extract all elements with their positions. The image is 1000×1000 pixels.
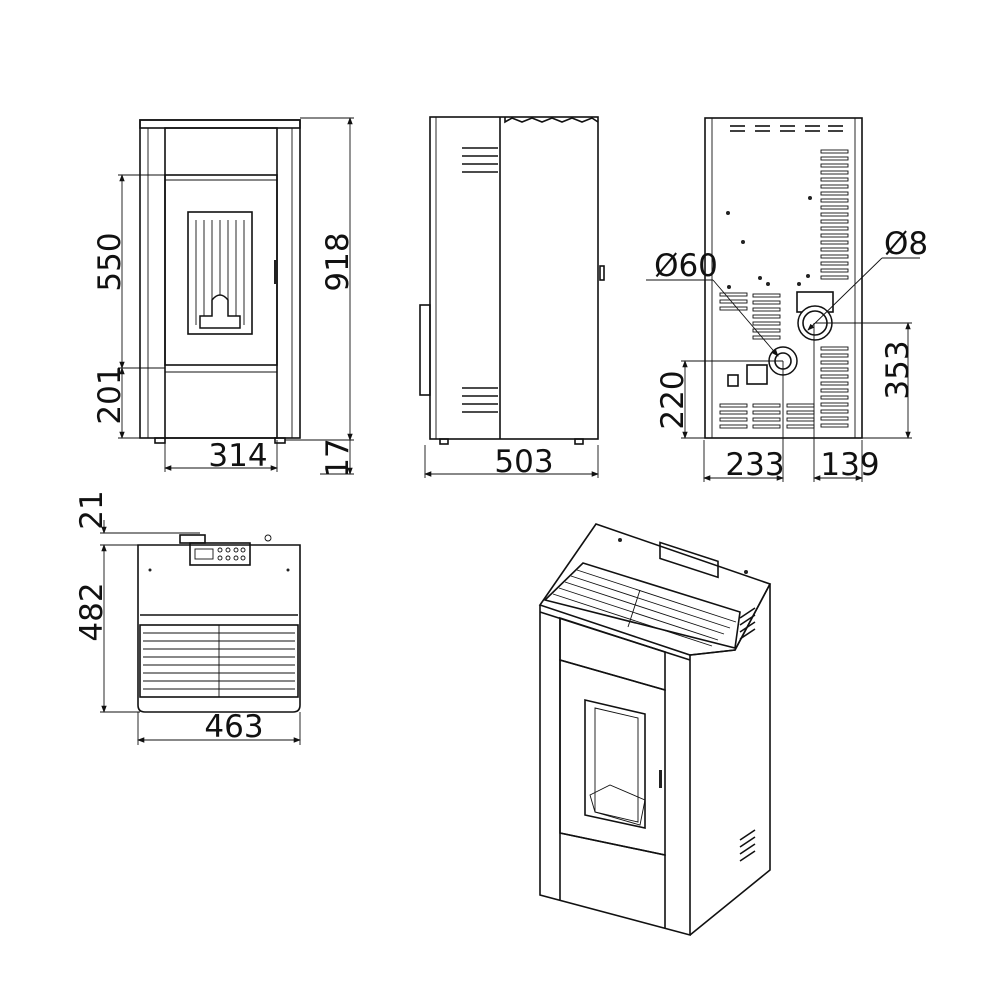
dim-482: 482 bbox=[74, 582, 110, 641]
control-panel bbox=[189, 542, 251, 566]
front-view: 550 201 918 17 314 bbox=[92, 117, 356, 478]
dim-201: 201 bbox=[92, 365, 128, 424]
dim-918: 918 bbox=[320, 232, 356, 291]
dim-463: 463 bbox=[204, 709, 263, 745]
dim-220: 220 bbox=[655, 370, 691, 429]
dim-353: 353 bbox=[880, 340, 916, 399]
dim-503: 503 bbox=[494, 444, 553, 480]
side-view: 503 bbox=[419, 116, 605, 480]
dim-diameter-60: Ø60 bbox=[654, 248, 718, 284]
perspective-view bbox=[538, 523, 772, 937]
perspective-fire-window bbox=[584, 698, 646, 829]
dim-21: 21 bbox=[74, 490, 110, 529]
burn-pot bbox=[199, 294, 241, 329]
fire-window bbox=[187, 211, 253, 335]
dim-233: 233 bbox=[725, 447, 784, 483]
dim-314: 314 bbox=[208, 438, 267, 474]
dim-139: 139 bbox=[820, 447, 879, 483]
dim-550: 550 bbox=[92, 232, 128, 291]
rear-view: Ø60 Ø8 220 353 233 139 bbox=[646, 117, 928, 483]
dim-17: 17 bbox=[320, 438, 356, 477]
dim-diameter-8: Ø8 bbox=[884, 226, 928, 262]
top-view: 21 482 463 bbox=[74, 490, 301, 745]
